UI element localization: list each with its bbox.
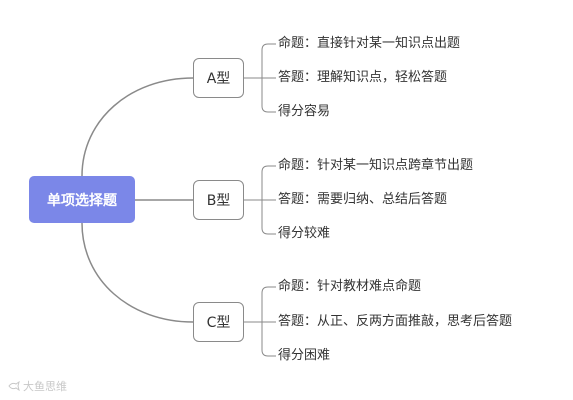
connector-b-bottom — [261, 200, 276, 235]
connector-root-a — [81, 77, 194, 177]
fish-logo-icon — [8, 381, 20, 391]
connector-a-bottom — [261, 78, 276, 113]
connector-c-bottom — [261, 322, 276, 357]
leaf-c-proposition[interactable]: 命题：针对教材难点命题 — [278, 279, 422, 294]
connector-b-top — [261, 165, 276, 200]
branch-label-b: B型 — [206, 193, 231, 209]
branch-label-a: A型 — [206, 71, 231, 87]
root-label: 单项选择题 — [47, 192, 117, 209]
branch-node-a[interactable]: A型 — [193, 58, 244, 98]
leaf-a-score[interactable]: 得分容易 — [278, 104, 331, 119]
branch-label-c: C型 — [206, 315, 231, 331]
leaf-b-answer[interactable]: 答题：需要归纳、总结后答题 — [278, 192, 448, 207]
watermark: 大鱼思维 — [8, 378, 67, 394]
leaf-b-proposition[interactable]: 命题：针对某一知识点跨章节出题 — [278, 158, 474, 173]
leaf-b-score[interactable]: 得分较难 — [278, 226, 331, 241]
connector-root-c — [81, 222, 194, 323]
root-node[interactable]: 单项选择题 — [29, 176, 135, 223]
leaf-a-answer[interactable]: 答题：理解知识点，轻松答题 — [278, 70, 448, 85]
leaf-a-proposition[interactable]: 命题：直接针对某一知识点出题 — [278, 36, 461, 51]
connector-a-top — [261, 43, 276, 78]
connector-c-top — [261, 286, 276, 322]
watermark-text: 大鱼思维 — [23, 380, 67, 393]
leaf-c-answer[interactable]: 答题：从正、反两方面推敲，思考后答题 — [278, 314, 513, 329]
branch-node-b[interactable]: B型 — [193, 180, 244, 220]
branch-node-c[interactable]: C型 — [193, 302, 244, 342]
leaf-c-score[interactable]: 得分困难 — [278, 348, 331, 363]
